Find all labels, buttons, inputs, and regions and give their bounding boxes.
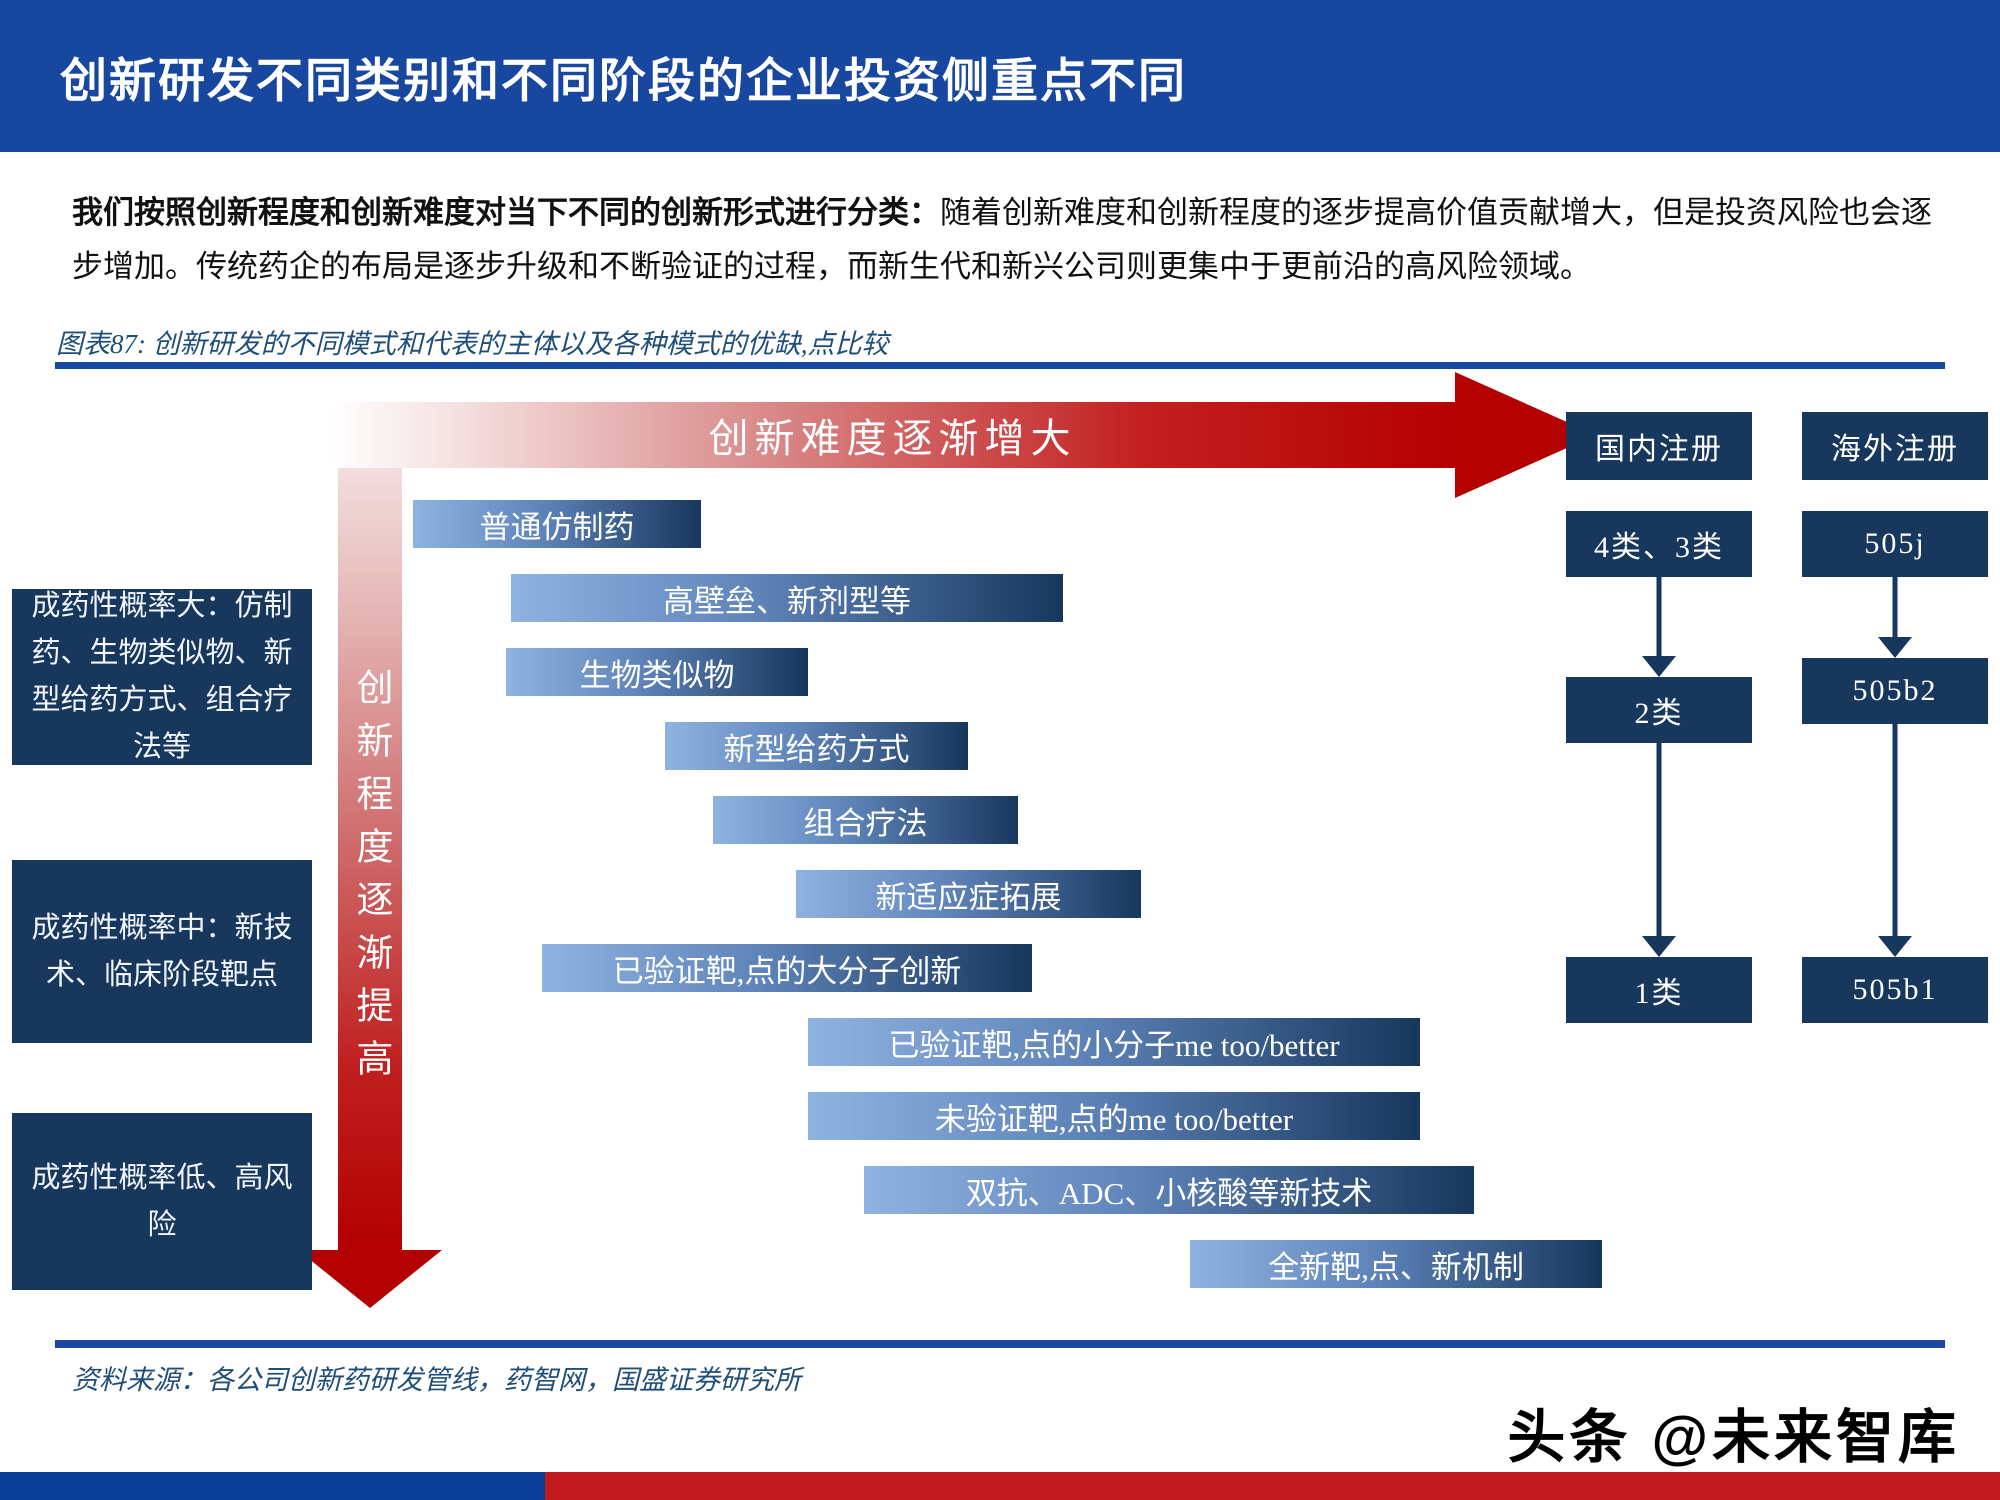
arrow-down-icon bbox=[1642, 577, 1676, 677]
source-note: 资料来源：各公司创新药研发管线，药智网，国盛证券研究所 bbox=[72, 1365, 801, 1395]
domestic-registration-header: 国内注册 bbox=[1566, 412, 1752, 480]
domestic-class-2-box: 2类 bbox=[1566, 677, 1752, 743]
page-title: 创新研发不同类别和不同阶段的企业投资侧重点不同 bbox=[60, 55, 1187, 108]
source-divider bbox=[55, 1340, 1945, 1348]
overseas-505j-box: 505j bbox=[1802, 511, 1988, 577]
cascade-box-biosimilar: 生物类似物 bbox=[506, 648, 808, 696]
cascade-box-combo-therapy: 组合疗法 bbox=[713, 796, 1018, 844]
horizontal-gradient-arrow: 创新难度逐渐增大 bbox=[330, 402, 1455, 468]
overseas-505b2-box: 505b2 bbox=[1802, 658, 1988, 724]
vertical-gradient-arrow bbox=[338, 404, 402, 1250]
caption-divider bbox=[55, 362, 1945, 369]
domestic-class-4-3-box: 4类、3类 bbox=[1566, 511, 1752, 577]
cascade-box-validated-biologic: 已验证靶,点的大分子创新 bbox=[542, 944, 1032, 992]
intro-paragraph: 我们按照创新程度和创新难度对当下不同的创新形式进行分类：随着创新难度和创新程度的… bbox=[72, 186, 1932, 295]
intro-body-text: 随着创新难度和创新程度的逐步提高价值贡献增大，但是投资风险也会逐步增加。传统药企… bbox=[72, 195, 1932, 285]
watermark-text: 头条 @未来智库 bbox=[1507, 1405, 1960, 1470]
cascade-box-generic-drug: 普通仿制药 bbox=[413, 500, 701, 548]
cascade-box-new-indication: 新适应症拓展 bbox=[796, 870, 1141, 918]
risk-box-high-probability: 成药性概率大：仿制药、生物类似物、新型给药方式、组合疗法等 bbox=[12, 589, 312, 765]
figure-caption: 图表87: 创新研发的不同模式和代表的主体以及各种模式的优缺,点比较 bbox=[56, 329, 889, 359]
cascade-box-validated-smallmol: 已验证靶,点的小分子me too/better bbox=[808, 1018, 1420, 1066]
vertical-arrow-head-icon bbox=[298, 1250, 442, 1308]
cascade-box-high-barrier: 高壁垒、新剂型等 bbox=[511, 574, 1063, 622]
footer-bar-blue bbox=[0, 1472, 545, 1500]
cascade-box-new-delivery: 新型给药方式 bbox=[665, 722, 968, 770]
arrow-down-icon bbox=[1878, 724, 1912, 957]
header-band: 创新研发不同类别和不同阶段的企业投资侧重点不同 bbox=[0, 0, 2000, 152]
footer-bar-red bbox=[545, 1472, 2000, 1500]
cascade-box-new-tech: 双抗、ADC、小核酸等新技术 bbox=[864, 1166, 1474, 1214]
overseas-505b1-box: 505b1 bbox=[1802, 957, 1988, 1023]
cascade-box-unvalidated-metoo: 未验证靶,点的me too/better bbox=[808, 1092, 1420, 1140]
domestic-class-1-box: 1类 bbox=[1566, 957, 1752, 1023]
risk-box-low-probability: 成药性概率低、高风险 bbox=[12, 1113, 312, 1290]
vertical-arrow-label: 创新程度逐渐提高 bbox=[350, 668, 391, 1092]
horizontal-arrow-label: 创新难度逐渐增大 bbox=[708, 416, 1077, 461]
arrow-down-icon bbox=[1642, 743, 1676, 957]
arrow-down-icon bbox=[1878, 577, 1912, 658]
cascade-box-novel-target: 全新靶,点、新机制 bbox=[1190, 1240, 1602, 1288]
overseas-registration-header: 海外注册 bbox=[1802, 412, 1988, 480]
risk-box-medium-probability: 成药性概率中：新技术、临床阶段靶点 bbox=[12, 860, 312, 1043]
intro-lead-text: 我们按照创新程度和创新难度对当下不同的创新形式进行分类： bbox=[72, 195, 940, 230]
